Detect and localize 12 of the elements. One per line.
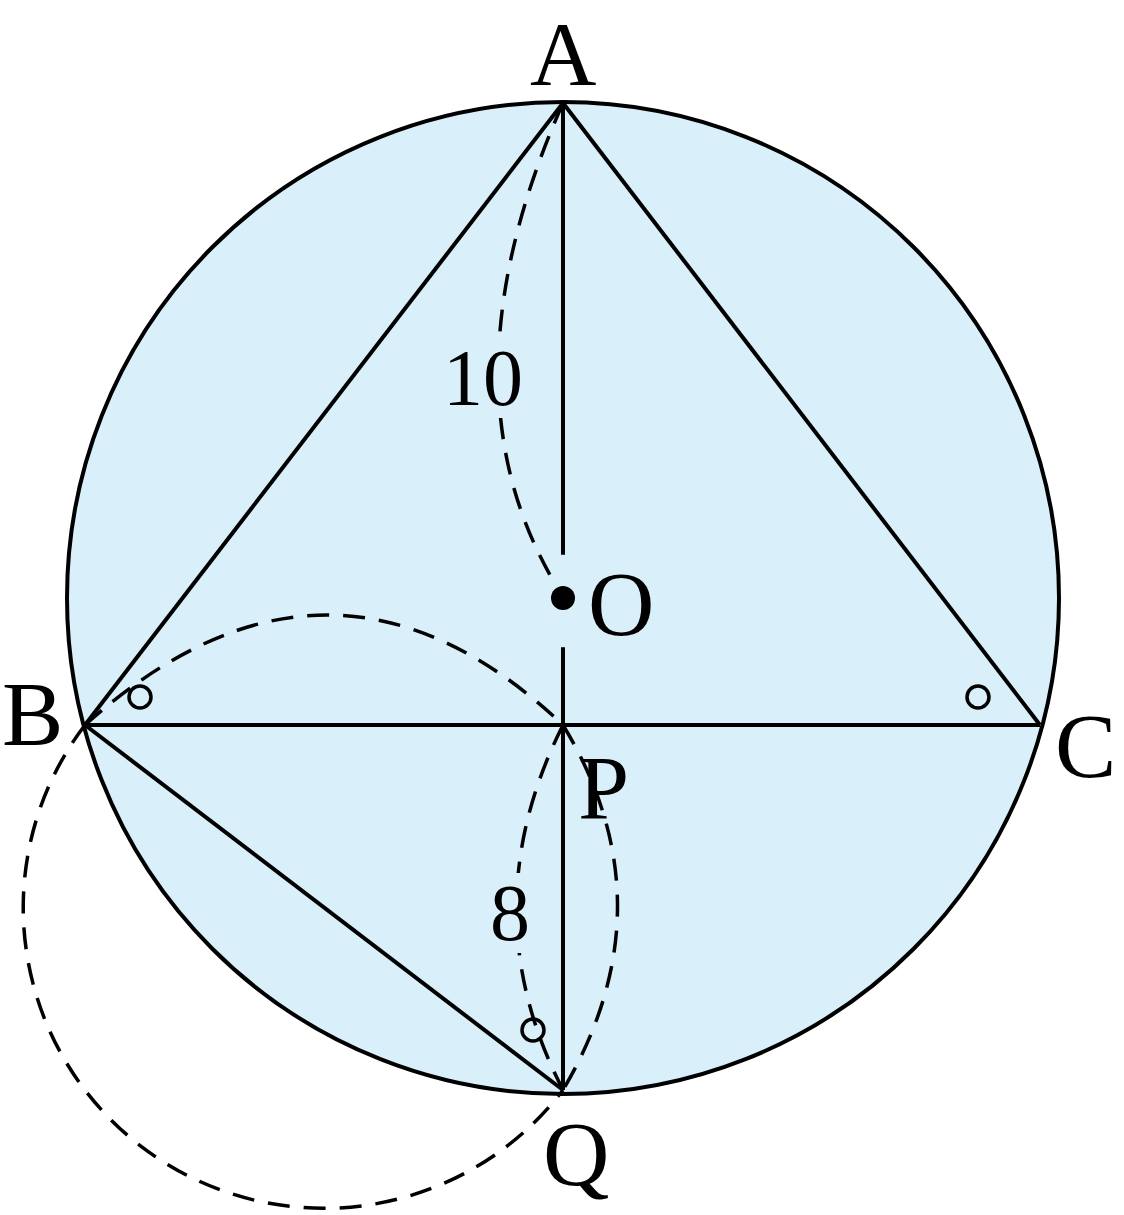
line-segment bbox=[85, 723, 563, 727]
line-segment bbox=[561, 647, 565, 725]
point-label: Q bbox=[527, 1090, 607, 1205]
dashed-arc bbox=[21, 724, 565, 1210]
edge-label: 8 bbox=[490, 873, 530, 953]
point-label: B bbox=[0, 668, 85, 748]
point-label: C bbox=[1040, 700, 1124, 795]
point-label: A bbox=[527, 8, 599, 103]
line-segment bbox=[561, 103, 565, 555]
point-label: O bbox=[551, 555, 663, 647]
point-label: P bbox=[565, 727, 635, 827]
line-segment bbox=[563, 723, 1040, 727]
